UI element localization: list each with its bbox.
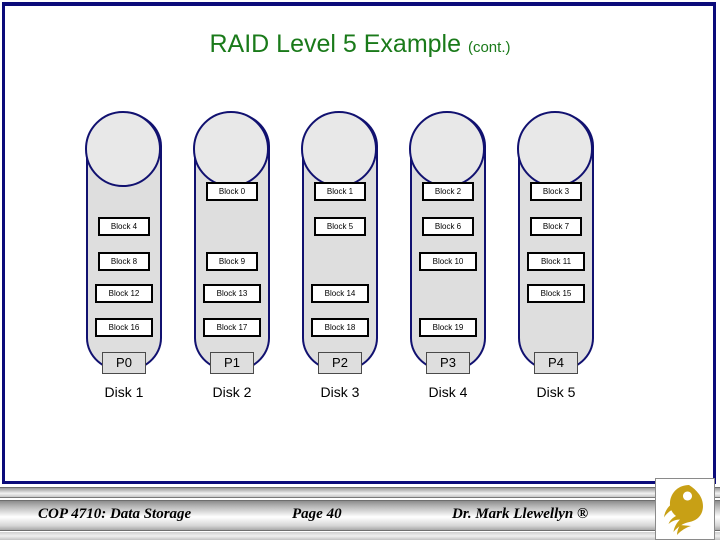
disk-block: Block 4 [98,217,150,236]
disk-parity-block: P1 [210,352,254,374]
page-title-main: RAID Level 5 Example [209,30,462,58]
disk-block: Block 15 [527,284,585,303]
disk-label: Disk 5 [536,384,576,400]
disk-block: Block 5 [314,217,366,236]
disk-label: Disk 3 [320,384,360,400]
disk-platter-top [85,111,161,187]
disk-label: Disk 4 [428,384,468,400]
disk-block: Block 14 [311,284,369,303]
disk-platter-top [193,111,269,187]
footer-bar [0,500,720,531]
disk-block: Block 11 [527,252,585,271]
disk-parity-block: P3 [426,352,470,374]
disk-parity-block: P0 [102,352,146,374]
page-title: RAID Level 5 Example (cont.) [0,30,720,59]
disk-block: Block 1 [314,182,366,201]
footer-course-label: COP 4710: Data Storage [38,506,192,522]
disk-platter-top [301,111,377,187]
disk-label: Disk 2 [212,384,252,400]
disk-block: Block 19 [419,318,477,337]
disk-parity-block: P4 [534,352,578,374]
disk-block: Block 8 [98,252,150,271]
page-title-suffix: (cont.) [467,39,511,56]
disk-block: Block 12 [95,284,153,303]
disk-parity-block: P2 [318,352,362,374]
disk-platter-top [517,111,593,187]
disk-block: Block 10 [419,252,477,271]
disk-label: Disk 1 [104,384,144,400]
disk-block: Block 3 [530,182,582,201]
footer-page-number: Page 40 [292,506,342,522]
disk-block: Block 0 [206,182,258,201]
footer-base-bar [0,532,720,540]
disk-platter-top [409,111,485,187]
pegasus-icon [664,485,703,535]
disk-block: Block 9 [206,252,258,271]
disk-block: Block 16 [95,318,153,337]
ucf-pegasus-logo [655,478,715,540]
disk-block: Block 6 [422,217,474,236]
footer-accent-bar [0,487,720,498]
disk-block: Block 17 [203,318,261,337]
disk-block: Block 18 [311,318,369,337]
footer-author-label: Dr. Mark Llewellyn ® [452,506,589,522]
disk-block: Block 2 [422,182,474,201]
disk-block: Block 7 [530,217,582,236]
disk-block: Block 13 [203,284,261,303]
